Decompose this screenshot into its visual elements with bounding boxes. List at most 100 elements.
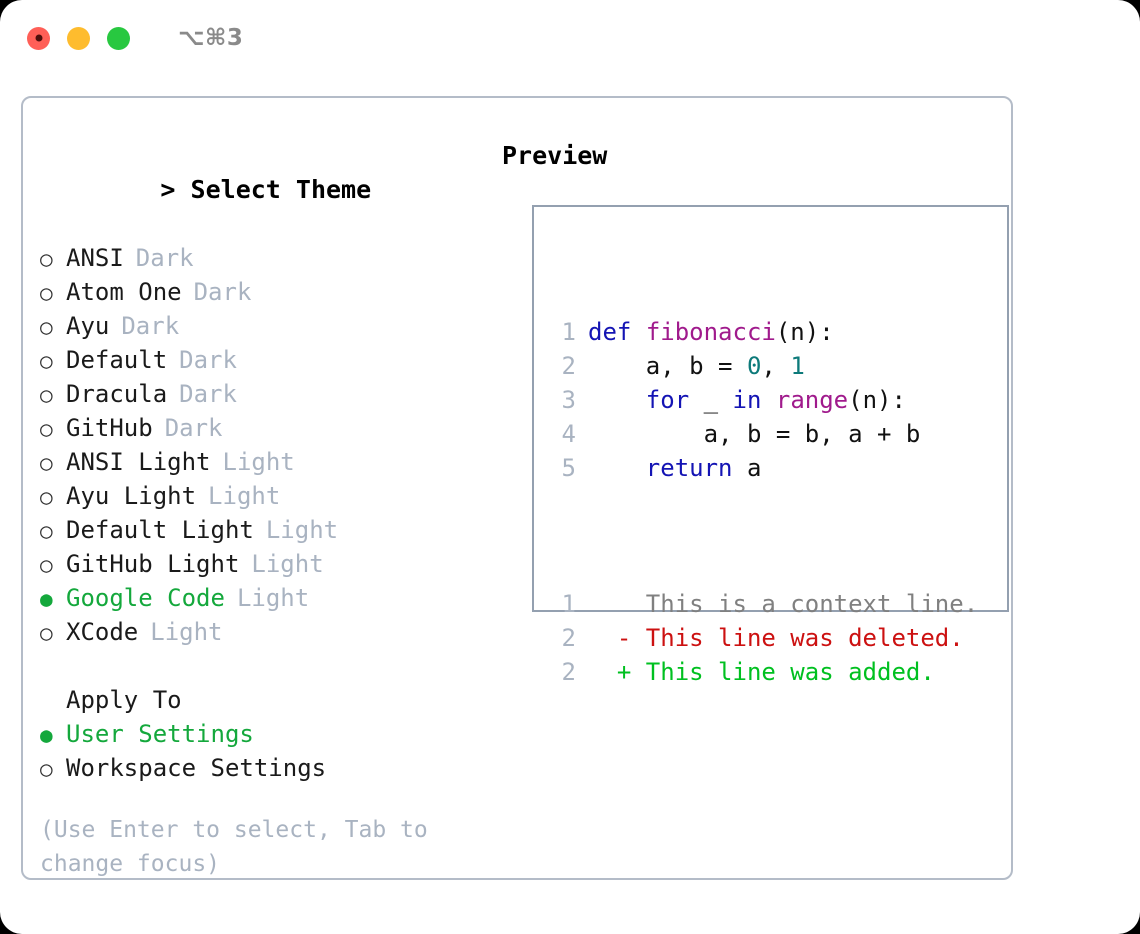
code-token: a, b =	[588, 352, 747, 380]
code-token: def	[588, 318, 632, 346]
diff-marker	[588, 590, 631, 618]
line-number: 1	[561, 318, 576, 346]
select-theme-title: Select Theme	[190, 175, 372, 204]
apply-to-heading: Apply To	[66, 686, 182, 714]
theme-option-tag: Light	[208, 482, 281, 510]
diff-marker: +	[588, 658, 632, 686]
apply-to-option-label: Workspace Settings	[66, 754, 327, 782]
maximize-button[interactable]	[107, 26, 130, 50]
theme-option-tag: Dark	[179, 346, 237, 374]
code-token: for	[645, 386, 690, 414]
code-token	[631, 318, 645, 346]
radio-unselected-icon: ○	[40, 485, 53, 509]
radio-unselected-icon: ○	[40, 451, 53, 475]
diff-text: This line was deleted.	[631, 624, 964, 652]
radio-unselected-icon: ○	[40, 247, 53, 271]
theme-option-tag: Dark	[121, 312, 180, 340]
theme-option-label: Default Light	[66, 516, 254, 544]
code-token	[761, 386, 775, 414]
code-line: 2 a, b = 0, 1	[550, 349, 978, 383]
theme-option-label: Ayu Light	[66, 482, 197, 510]
code-token	[588, 454, 646, 482]
apply-to-option-user-settings[interactable]: ● User Settings	[40, 717, 490, 751]
theme-option-label: Dracula	[66, 380, 168, 408]
code-token: fibonacci	[645, 318, 776, 346]
diff-line: 2 - This line was deleted.	[550, 621, 978, 655]
diff-text: This line was added.	[631, 658, 935, 686]
radio-unselected-icon: ○	[40, 757, 53, 781]
theme-option-google-code[interactable]: ● Google Code Light	[40, 581, 490, 615]
theme-option-label: Ayu	[66, 312, 110, 340]
help-text: (Use Enter to select, Tab to change focu…	[40, 813, 450, 881]
theme-option-label: GitHub	[66, 414, 153, 442]
code-token: return	[645, 454, 733, 482]
code-token: 0	[746, 352, 762, 380]
line-number: 5	[561, 454, 576, 482]
radio-selected-icon: ●	[40, 587, 53, 611]
theme-option-label: ANSI	[66, 244, 124, 272]
diff-line-number: 2	[561, 658, 576, 686]
radio-unselected-icon: ○	[40, 349, 53, 373]
theme-option-ayu[interactable]: ○ Ayu Dark	[40, 309, 490, 343]
theme-option-tag: Dark	[179, 380, 237, 408]
code-token: a, b = b, a + b	[588, 420, 921, 448]
line-number: 4	[561, 420, 576, 448]
code-token: a	[732, 454, 762, 482]
apply-to-option-label: User Settings	[66, 720, 254, 748]
code-token: in	[732, 386, 762, 414]
theme-option-ayu-light[interactable]: ○ Ayu Light Light	[40, 479, 490, 513]
diff-lines: 1 This is a context line.2 - This line w…	[550, 587, 979, 689]
theme-option-tag: Light	[236, 584, 310, 612]
title-bar: ⌥⌘3	[0, 0, 1140, 76]
radio-selected-icon: ●	[40, 723, 53, 747]
radio-unselected-icon: ○	[40, 519, 53, 543]
close-button[interactable]	[27, 26, 50, 50]
code-token: 1	[790, 352, 805, 380]
select-theme-heading: > Select Theme	[40, 139, 490, 241]
theme-option-label: GitHub Light	[66, 550, 240, 578]
caret-icon: >	[160, 175, 176, 204]
minimize-button[interactable]	[67, 26, 90, 50]
diff-line: 1 This is a context line.	[550, 587, 979, 621]
help-text-line-2: change focus)	[40, 851, 221, 877]
code-line: 3 for _ in range(n):	[550, 383, 978, 417]
theme-option-tag: Light	[150, 618, 223, 646]
theme-option-tag: Dark	[164, 414, 223, 442]
code-token: (n):	[775, 318, 834, 346]
code-token: range	[775, 386, 849, 414]
diff-line-number: 2	[561, 624, 576, 652]
theme-option-label: Google Code	[66, 584, 225, 612]
diff-line: 2 + This line was added.	[550, 655, 978, 689]
code-token	[588, 386, 646, 414]
code-line: 1 def fibonacci(n):	[550, 315, 978, 349]
diff-line-number: 1	[561, 590, 576, 618]
close-icon	[35, 34, 42, 42]
radio-unselected-icon: ○	[40, 315, 53, 339]
radio-unselected-icon: ○	[40, 281, 53, 305]
code-token: (n):	[848, 386, 906, 414]
line-number: 2	[561, 352, 576, 380]
theme-option-default-light[interactable]: ○ Default Light Light	[40, 513, 490, 547]
apply-to-option-workspace-settings[interactable]: ○ Workspace Settings	[40, 751, 490, 785]
theme-option-tag: Light	[251, 550, 324, 578]
help-text-line-1: (Use Enter to select, Tab to	[40, 817, 428, 843]
theme-option-tag: Light	[265, 516, 339, 544]
traffic-lights	[27, 26, 130, 50]
preview-heading: Preview	[502, 141, 608, 170]
apply-to-list: ● User Settings ○ Workspace Settings	[40, 717, 490, 785]
